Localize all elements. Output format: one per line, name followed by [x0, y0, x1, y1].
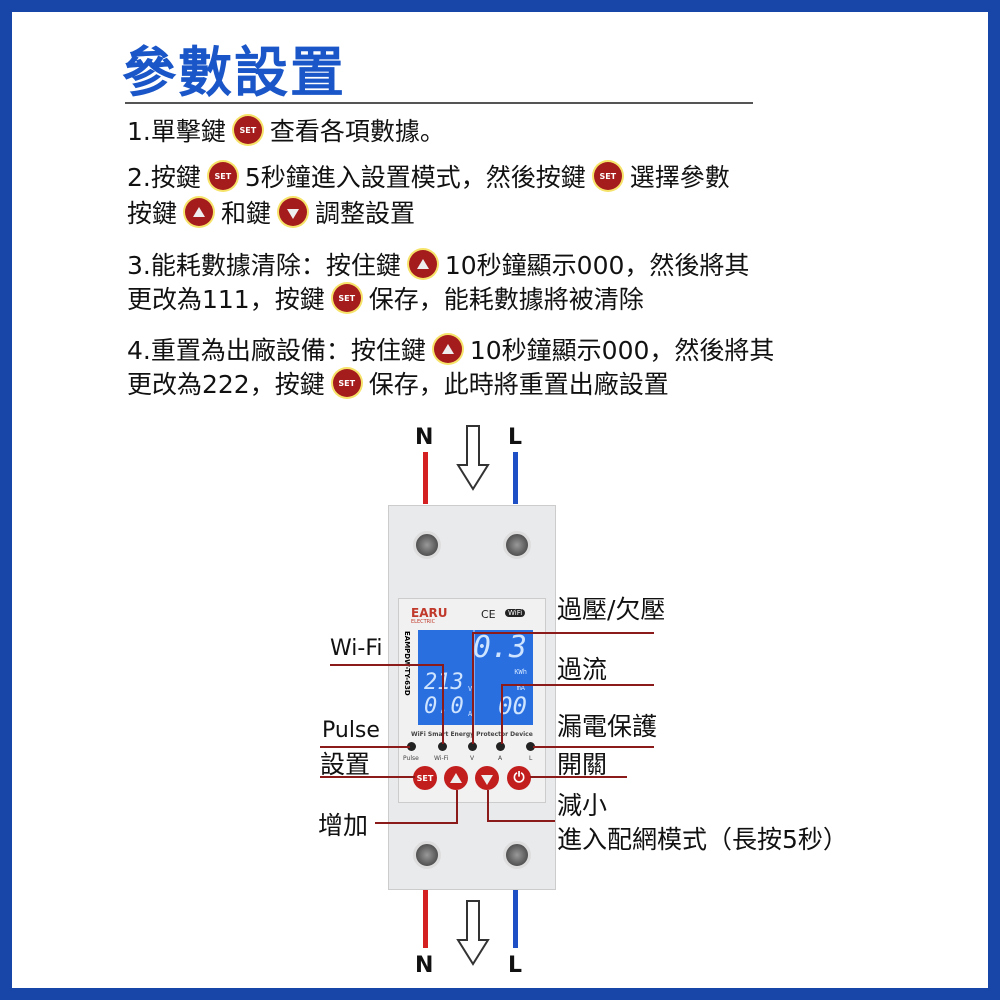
callout-wifi: Wi-Fi — [330, 636, 383, 661]
leader-line — [320, 776, 415, 778]
callout-switch: 開關 — [557, 750, 608, 779]
wire-n-bottom — [423, 890, 428, 948]
set-button-icon: SET — [208, 162, 237, 190]
callout-setting: 設置 — [320, 750, 371, 779]
up-button[interactable] — [444, 766, 468, 790]
power-icon[interactable]: ⏻ — [507, 766, 531, 790]
text: 按鍵 — [127, 199, 178, 228]
led-l — [526, 742, 535, 751]
up-arrow-icon — [408, 250, 437, 278]
led-pulse — [407, 742, 416, 751]
title-divider — [125, 102, 753, 104]
leader-line — [456, 790, 458, 824]
set-button-icon: SET — [332, 284, 361, 312]
led-label: Pulse — [403, 755, 419, 762]
leader-line — [487, 820, 555, 822]
page-title: 參數設置 — [122, 41, 346, 104]
terminal-n-bottom: N — [415, 953, 434, 978]
terminal-n-top: N — [415, 425, 434, 450]
text: 保存，此時將重置出廠設置 — [368, 370, 669, 399]
text: 保存，能耗數據將被清除 — [368, 285, 644, 314]
wire-l-top — [513, 452, 518, 504]
text: 3.能耗數據清除：按住鍵 — [127, 251, 401, 280]
energy-value: 0.3 — [472, 630, 527, 665]
text: 更改為222，按鍵 — [127, 370, 325, 399]
leader-line — [501, 684, 654, 686]
terminal-l-top: L — [508, 425, 523, 450]
down-arrow-icon — [456, 900, 490, 966]
text: 更改為111，按鍵 — [127, 285, 325, 314]
screw-terminal — [503, 841, 531, 869]
down-arrow-icon — [456, 425, 490, 491]
leader-line — [442, 664, 444, 744]
screw-terminal — [413, 531, 441, 559]
leader-line — [320, 746, 410, 748]
callout-increase: 增加 — [318, 811, 369, 840]
ce-mark: CE — [481, 608, 496, 621]
instruction-3: 3.能耗數據清除：按住鍵 10秒鐘顯示000，然後將其 — [127, 246, 749, 282]
led-label: L — [529, 755, 533, 762]
callout-pulse: Pulse — [322, 718, 380, 743]
down-arrow-icon — [279, 198, 308, 226]
callout-overvoltage: 過壓/欠壓 — [557, 595, 666, 624]
text: 2.按鍵 — [127, 163, 201, 192]
led-label: A — [498, 755, 503, 762]
instruction-4b: 更改為222，按鍵 SET 保存，此時將重置出廠設置 — [127, 365, 669, 401]
led-label: Wi-Fi — [434, 755, 449, 762]
callout-overcurrent: 過流 — [557, 655, 608, 684]
model-number: EAMPDW-TY-63D — [403, 631, 411, 696]
text: 10秒鐘顯示000，然後將其 — [444, 251, 750, 280]
brand-logo: EARU — [411, 606, 448, 620]
callout-decrease: 減小 — [557, 791, 608, 820]
instruction-3b: 更改為111，按鍵 SET 保存，能耗數據將被清除 — [127, 280, 644, 316]
tagline: WiFi Smart Energy Protector Device — [411, 731, 533, 738]
text: 和鍵 — [221, 199, 272, 228]
callout-pairing: 進入配網模式（長按5秒） — [557, 825, 848, 854]
leader-line — [533, 746, 654, 748]
screw-terminal — [503, 531, 531, 559]
leader-line — [530, 776, 627, 778]
brand-sub: ELECTRIC — [411, 619, 436, 625]
text: 10秒鐘顯示000，然後將其 — [469, 336, 775, 365]
wifi-badge: WiFi — [505, 609, 526, 617]
set-button-icon: SET — [332, 369, 361, 397]
wire-n-top — [423, 452, 428, 504]
instruction-4: 4.重置為出廠設備：按住鍵 10秒鐘顯示000，然後將其 — [127, 331, 774, 367]
set-button[interactable]: SET — [413, 766, 437, 790]
voltage-unit: V — [468, 685, 473, 693]
text: 1.單擊鍵 — [127, 117, 226, 146]
lcd-display: 0.3 KWh 213 V 0.0 A mA 00 — [418, 630, 533, 725]
leader-line — [472, 632, 654, 634]
led-a — [496, 742, 505, 751]
leader-line — [501, 684, 503, 744]
text: 調整設置 — [315, 199, 416, 228]
instruction-2: 2.按鍵 SET 5秒鐘進入設置模式，然後按鍵 SET 選擇參數 — [127, 158, 730, 194]
leader-line — [487, 790, 489, 822]
instruction-2b: 按鍵 和鍵 調整設置 — [127, 194, 415, 230]
leader-line — [472, 632, 474, 744]
up-arrow-icon — [433, 335, 462, 363]
text: 選擇參數 — [629, 163, 730, 192]
current-unit: A — [468, 710, 473, 718]
terminal-l-bottom: L — [508, 953, 523, 978]
energy-unit: KWh — [514, 668, 527, 676]
text: 查看各項數據。 — [269, 117, 445, 146]
down-button[interactable] — [475, 766, 499, 790]
led-wifi — [438, 742, 447, 751]
text: 5秒鐘進入設置模式，然後按鍵 — [244, 163, 586, 192]
led-v — [468, 742, 477, 751]
leader-line — [330, 664, 443, 666]
led-label: V — [470, 755, 475, 762]
text: 4.重置為出廠設備：按住鍵 — [127, 336, 426, 365]
instruction-1: 1.單擊鍵 SET 查看各項數據。 — [127, 112, 445, 148]
screw-terminal — [413, 841, 441, 869]
up-arrow-icon — [185, 198, 214, 226]
leak-unit: mA — [516, 684, 525, 692]
set-button-icon: SET — [593, 162, 622, 190]
wire-l-bottom — [513, 890, 518, 948]
leader-line — [375, 822, 457, 824]
set-button-icon: SET — [233, 116, 262, 144]
callout-leakage: 漏電保護 — [557, 712, 658, 741]
